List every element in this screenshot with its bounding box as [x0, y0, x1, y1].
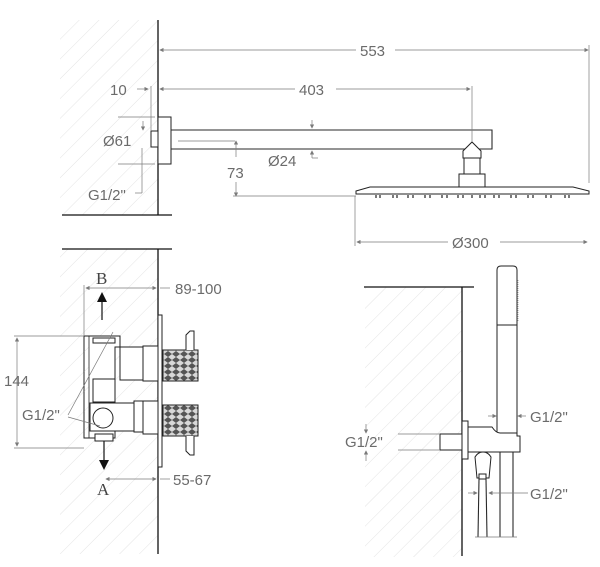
dim-wall-offset: 10: [110, 82, 127, 99]
dim-thread: G1/2": [22, 407, 60, 424]
dim-inlet-thread: G1/2": [345, 434, 383, 451]
joint-collar: [463, 157, 481, 175]
nozzles: [375, 195, 570, 198]
lower-cartridge-cap: [142, 400, 160, 435]
lower-knurled-handle: [162, 404, 199, 437]
thread-port: [92, 407, 114, 429]
dim-flange-diameter: Ø61: [103, 133, 131, 150]
dim-depth-range-bottom: 55-67: [173, 472, 211, 489]
upper-cartridge-cap: [142, 345, 160, 382]
dim-depth-range-top: 89-100: [175, 281, 222, 298]
hand-shower-head: [496, 265, 518, 326]
bracket-flange: [461, 420, 469, 460]
middle-port: [92, 378, 116, 403]
outlet-label-a: A: [97, 480, 110, 499]
wall-nipple: [439, 433, 463, 451]
outlet-label-b: B: [96, 269, 107, 288]
hand-shower-handle: [496, 324, 518, 437]
head-mount: [458, 173, 486, 188]
dim-body-height: 144: [4, 373, 29, 390]
wall-hatch: [60, 20, 158, 215]
shower-head: [355, 186, 590, 195]
hand-shower-view: G1/2" G1/2" G1/2": [345, 265, 568, 557]
dim-head-diameter: Ø300: [452, 235, 489, 252]
swivel-joint: [462, 141, 482, 159]
dim-hose-thread: G1/2": [530, 486, 568, 503]
dim-arm-diameter: Ø24: [268, 153, 296, 170]
upper-knurled-handle: [162, 349, 199, 382]
holder-bracket: [467, 426, 521, 453]
dim-inlet-thread: G1/2": [88, 187, 126, 204]
hose-connector: [474, 451, 492, 479]
bottom-port: [94, 433, 114, 442]
upper-cartridge: [119, 346, 144, 381]
arrow-down-icon: [99, 460, 109, 470]
hose-nut: [478, 473, 487, 480]
wall-hatch: [365, 287, 462, 557]
dim-arm-to-center: 403: [299, 82, 324, 99]
shower-arm: [171, 129, 493, 150]
inlet-nipple: [150, 130, 159, 148]
arrow-up-icon: [97, 292, 107, 302]
dim-handle-thread: G1/2": [530, 409, 568, 426]
overhead-shower-view: 553 403 10 Ø61 G1/2" 73 Ø24 Ø300: [60, 20, 590, 252]
dim-total-reach: 553: [360, 43, 385, 60]
concealed-valve-view: B A 89-100 55-67 144 G1/2": [4, 248, 222, 554]
dim-drop-height: 73: [227, 165, 244, 182]
upper-lever: [185, 330, 195, 350]
wall-flange: [157, 116, 172, 165]
lower-lever: [185, 436, 195, 456]
trim-plate: [157, 314, 163, 468]
lower-cartridge: [133, 400, 144, 433]
top-port: [92, 337, 116, 344]
